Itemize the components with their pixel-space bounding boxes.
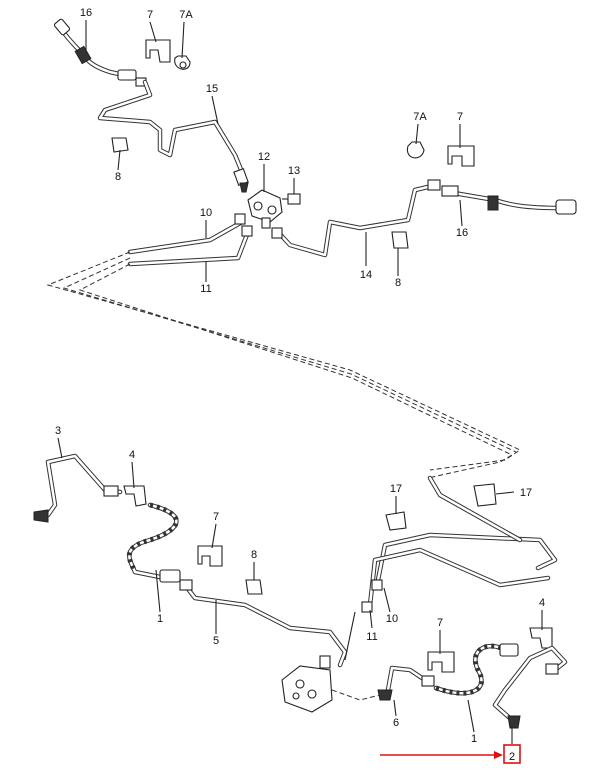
callout-c16b: 16 [456,227,468,239]
callout-c6: 6 [393,717,399,729]
brake-line-6 [377,665,435,701]
clip-17-left [385,511,407,531]
callout-c8b: 8 [395,277,401,289]
bracket-7-top [145,39,171,63]
brake-line-5 [179,579,348,668]
callout-c16a: 16 [80,7,92,19]
callout-c1b: 1 [471,733,477,745]
distribution-block-12 [247,189,283,229]
callout-c4b: 4 [539,597,545,609]
clip-8-top [111,137,129,153]
brake-hose-right [441,185,577,215]
brake-hose-1-right [433,643,519,696]
clip-17-right [473,483,497,507]
clip-7a-right [406,141,425,159]
clip-8-bottom [245,579,263,595]
callout-c17b: 17 [520,487,532,499]
callout-c7Ab: 7A [413,111,427,123]
brake-line-3 [33,453,123,523]
highlight-arrow [380,744,521,764]
brake-line-2 [492,645,568,729]
callout-c1a: 1 [157,613,163,625]
brake-lines-10-11-bottom [344,475,558,661]
callout-c8c: 8 [251,549,257,561]
brake-lines-10-11-top [127,213,253,267]
bracket-4-left [123,485,147,507]
callout-c17a: 17 [390,483,402,495]
brake-line-14 [271,179,441,258]
bolt-13 [282,193,301,205]
callout-c11b: 11 [366,631,377,643]
callout-c11a: 11 [200,283,211,295]
master-cylinder [281,655,333,713]
bracket-7-bottom-left [197,545,223,567]
callout-c13: 13 [288,165,300,177]
callout-c10b: 10 [386,613,398,625]
callout-c15: 15 [206,83,218,95]
brake-line-15 [97,79,249,193]
callout-c4a: 4 [129,449,135,461]
leader-lines [57,20,543,744]
bracket-4-right [529,627,553,649]
brake-hose-1-left [126,502,181,583]
bracket-7-right [447,145,475,167]
callout-c8a: 8 [115,171,121,183]
clip-8-middle [391,231,409,249]
callout-c7d: 7 [437,617,443,629]
callout-c3: 3 [55,425,61,437]
bracket-7-bottom-right [427,651,455,673]
callout-c7a: 7 [147,9,153,21]
callout-c7Aa: 7A [179,9,193,21]
callout-c7c: 7 [213,511,219,523]
callout-c7b: 7 [457,111,463,123]
callout-c2: 2 [509,751,515,763]
callout-c12: 12 [258,151,270,163]
brake-hose-top-left [53,18,147,87]
callout-c10a: 10 [200,207,212,219]
callout-c5: 5 [213,635,219,647]
callout-c14: 14 [360,269,372,281]
main-brake-lines [46,251,522,479]
